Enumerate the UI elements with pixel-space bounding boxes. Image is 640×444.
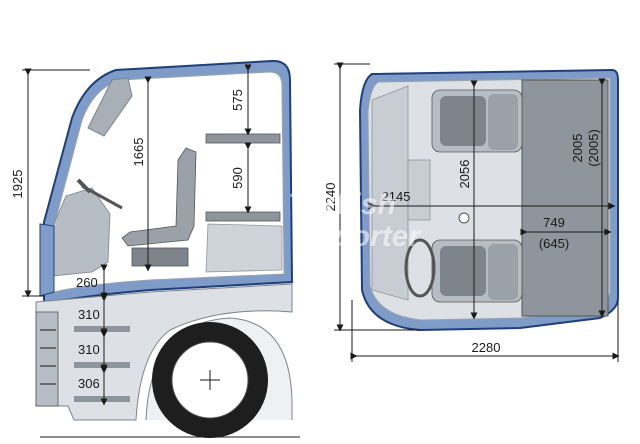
lower-body bbox=[35, 283, 293, 421]
top-dashboard bbox=[371, 85, 409, 301]
top-driver-seat bbox=[431, 239, 523, 303]
top-passenger-seat bbox=[431, 89, 523, 153]
upper-gap-label: 575 bbox=[230, 89, 245, 111]
step-plate-1 bbox=[74, 326, 130, 332]
driver-seat bbox=[121, 147, 197, 247]
dashboard bbox=[51, 187, 111, 277]
upper-bunk bbox=[205, 133, 281, 144]
bunk-length-label: 2005 bbox=[570, 134, 585, 163]
top-view: 2240 2280 2145 2056 2005 (2005) 749 (645… bbox=[323, 62, 620, 362]
lower-bunk bbox=[205, 211, 281, 222]
side-view: 1925 1665 575 590 260 310 310 306 bbox=[10, 59, 300, 438]
top-steering-wheel bbox=[404, 238, 436, 298]
lower-gap-label: 590 bbox=[230, 167, 245, 189]
bunk-width-label: 749 bbox=[543, 215, 565, 230]
overall-height-label: 1925 bbox=[10, 170, 25, 199]
watermark: Turkish exporter bbox=[288, 188, 422, 253]
rear-console bbox=[205, 223, 283, 273]
cab-width-label: 2280 bbox=[472, 340, 501, 355]
top-center-console bbox=[407, 159, 431, 221]
windshield bbox=[87, 77, 133, 137]
seat-base bbox=[131, 247, 189, 267]
interior-depth-label: 2056 bbox=[457, 160, 472, 189]
step-2-label: 310 bbox=[78, 342, 100, 357]
step-3-label: 306 bbox=[78, 376, 100, 391]
floor-step-label: 260 bbox=[76, 275, 98, 290]
front-grille bbox=[35, 311, 59, 407]
watermark-line-2: exporter bbox=[300, 220, 422, 253]
bunk-length-alt-label: (2005) bbox=[586, 129, 601, 167]
step-plate-2 bbox=[74, 362, 130, 368]
step-plate-3 bbox=[74, 396, 130, 402]
steering-wheel bbox=[76, 178, 92, 194]
interior-height-label: 1665 bbox=[131, 138, 146, 167]
bunk-width-alt-label: (645) bbox=[539, 236, 569, 251]
top-bunk bbox=[521, 79, 609, 317]
watermark-line-1: Turkish bbox=[288, 188, 396, 221]
interior-width-label: 2145 bbox=[382, 189, 411, 204]
cab-depth-label: 2240 bbox=[323, 183, 338, 212]
top-gear-knob bbox=[458, 212, 470, 224]
door-panel bbox=[39, 223, 55, 297]
step-1-label: 310 bbox=[78, 307, 100, 322]
